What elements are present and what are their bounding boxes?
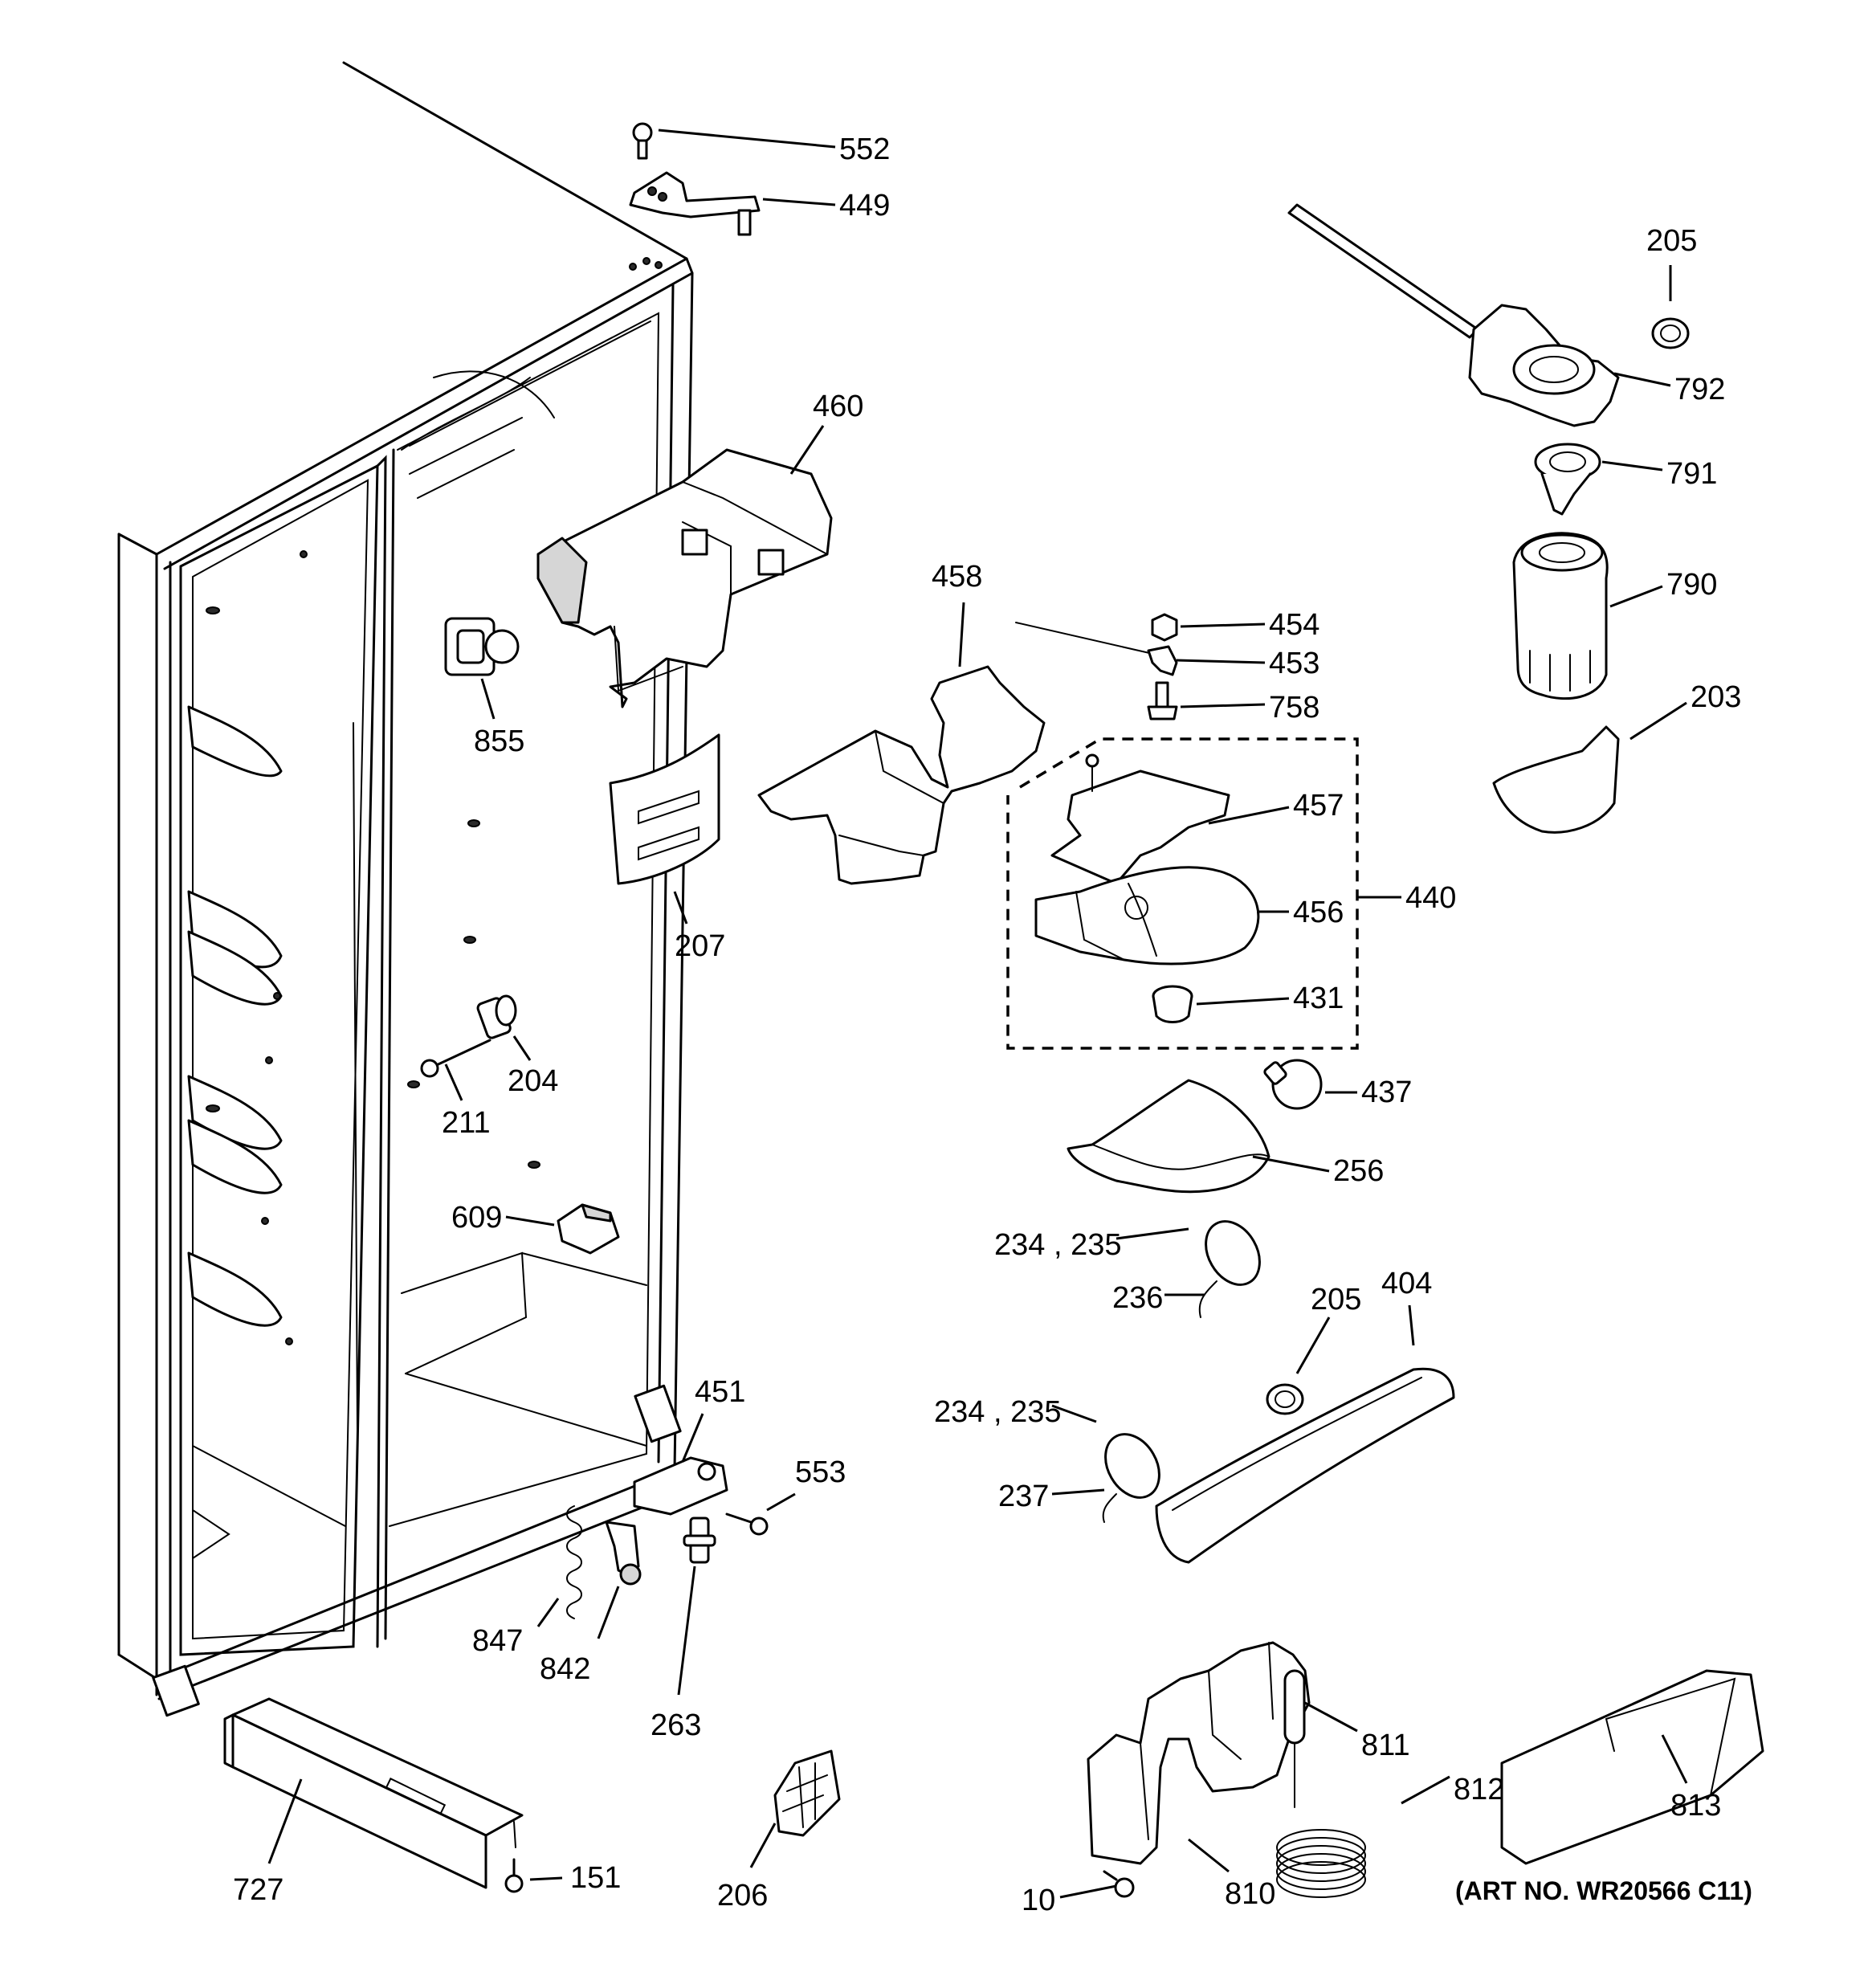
label-151: 151 — [570, 1861, 621, 1895]
label-553: 553 — [795, 1455, 846, 1489]
label-404: 404 — [1381, 1267, 1432, 1300]
label-451: 451 — [695, 1375, 745, 1409]
label-234-235-lower: 234 , 235 — [934, 1395, 1061, 1429]
label-790: 790 — [1666, 568, 1717, 602]
part-151-screw — [504, 1858, 563, 1893]
label-205-top: 205 — [1646, 224, 1697, 258]
part-609-switch — [505, 1203, 620, 1255]
label-842: 842 — [540, 1652, 590, 1686]
label-813: 813 — [1670, 1789, 1721, 1823]
part-211-screw — [420, 1039, 491, 1101]
label-205-center: 205 — [1311, 1283, 1361, 1316]
label-440: 440 — [1405, 881, 1456, 915]
part-813-tube-cover — [1500, 1669, 1764, 1865]
label-10: 10 — [1022, 1884, 1055, 1917]
label-847: 847 — [472, 1624, 523, 1658]
label-207: 207 — [675, 929, 725, 963]
label-460: 460 — [813, 390, 863, 423]
part-458-chute-duct — [757, 602, 1046, 885]
label-457: 457 — [1293, 789, 1344, 823]
label-206: 206 — [717, 1879, 768, 1912]
part-552-screw — [632, 122, 836, 160]
part-812-coiled-tubing — [1276, 1742, 1450, 1898]
part-457-light-board — [1050, 753, 1290, 885]
part-431-socket — [1152, 985, 1290, 1023]
art-number: (ART NO. WR20566 C11) — [1455, 1876, 1752, 1905]
part-205-grommet-center — [1266, 1316, 1331, 1415]
part-256-light-lens — [1067, 1079, 1330, 1194]
label-812: 812 — [1454, 1773, 1504, 1806]
part-10-screw — [1059, 1870, 1135, 1899]
part-206-grille — [749, 1749, 841, 1868]
label-758: 758 — [1269, 691, 1319, 725]
part-453-clamp — [1015, 622, 1266, 676]
part-456-light-housing — [1034, 866, 1289, 965]
part-labels: 552 449 205 792 791 790 203 460 458 454 … — [233, 133, 1752, 1917]
label-263: 263 — [651, 1708, 701, 1742]
label-453: 453 — [1269, 647, 1319, 680]
part-207-cover — [609, 733, 720, 925]
label-211: 211 — [442, 1106, 491, 1140]
label-458: 458 — [932, 560, 982, 594]
label-456: 456 — [1293, 896, 1344, 929]
refrigerator-cabinet — [117, 61, 694, 1717]
part-842-cam — [597, 1521, 642, 1639]
part-204-spacer — [476, 994, 532, 1061]
part-847-spring — [536, 1505, 582, 1627]
label-810: 810 — [1225, 1877, 1275, 1911]
part-234-235-lamp-cover-upper — [1115, 1220, 1261, 1318]
part-790-water-filter — [1512, 532, 1663, 700]
part-855-bracket — [444, 617, 520, 720]
part-205-grommet-top — [1651, 265, 1690, 349]
label-792: 792 — [1674, 373, 1725, 406]
label-811: 811 — [1361, 1729, 1410, 1762]
part-437-light-bulb — [1263, 1059, 1357, 1110]
label-203: 203 — [1691, 680, 1741, 714]
label-437: 437 — [1361, 1076, 1412, 1109]
label-791: 791 — [1666, 457, 1717, 491]
label-256: 256 — [1333, 1154, 1384, 1188]
part-404-dispenser-cover — [1155, 1304, 1455, 1564]
part-811-tube — [1283, 1669, 1358, 1745]
part-810-heater-assembly — [1087, 1641, 1311, 1873]
part-727-kick-plate — [223, 1697, 524, 1889]
part-440-light-assembly-group — [1006, 737, 1401, 1050]
part-454-nut — [1151, 613, 1266, 642]
part-460-ice-duct-housing — [536, 425, 833, 708]
part-758-screw — [1147, 681, 1266, 720]
label-449: 449 — [839, 189, 890, 222]
label-204: 204 — [508, 1064, 558, 1098]
label-236: 236 — [1112, 1281, 1163, 1315]
part-792-filter-head-with-rod — [1287, 203, 1671, 427]
label-855: 855 — [474, 725, 524, 758]
part-553-screw — [725, 1492, 796, 1536]
label-237: 237 — [998, 1480, 1049, 1513]
part-449-top-hinge — [629, 171, 836, 236]
part-234-235-lamp-cover-lower — [1051, 1404, 1160, 1523]
part-203-filter-cap-cover — [1492, 701, 1687, 834]
part-451-bottom-hinge-bracket — [633, 1413, 728, 1516]
label-454: 454 — [1269, 608, 1319, 642]
label-431: 431 — [1293, 982, 1344, 1015]
part-791-filter-bypass — [1534, 443, 1663, 516]
label-234-235-upper: 234 , 235 — [994, 1228, 1121, 1262]
part-263-pin — [677, 1517, 716, 1696]
label-552: 552 — [839, 133, 890, 166]
label-609: 609 — [451, 1201, 502, 1235]
label-727: 727 — [233, 1873, 283, 1907]
